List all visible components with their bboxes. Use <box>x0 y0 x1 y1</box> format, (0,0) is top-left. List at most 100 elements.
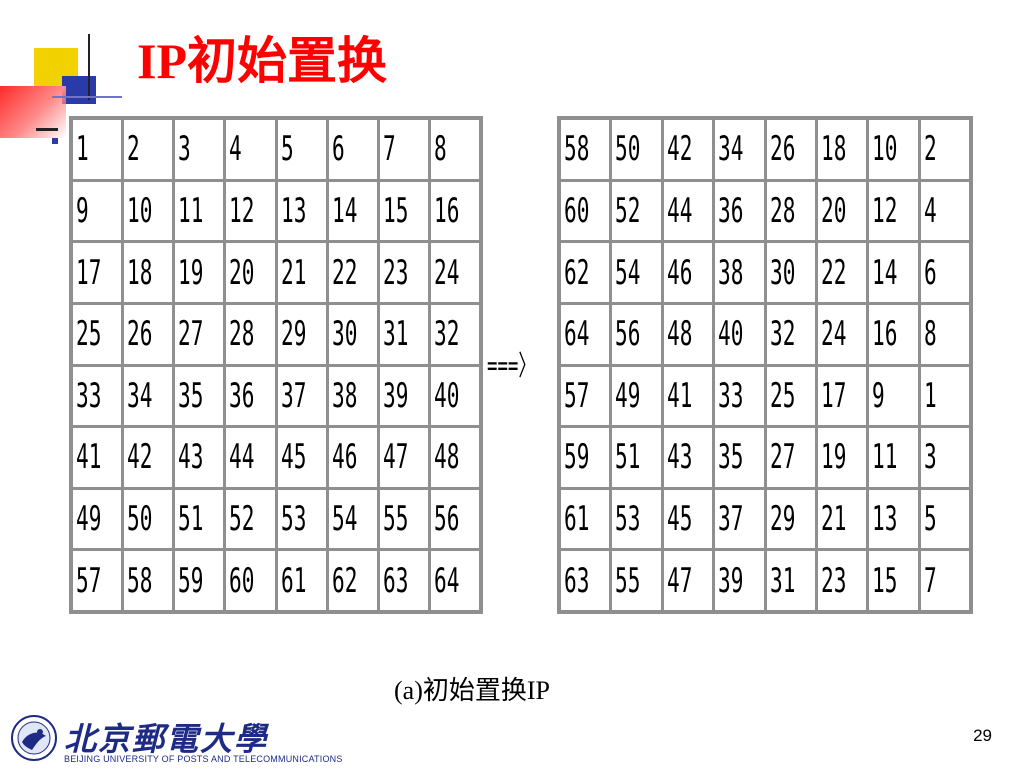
table-cell: 47 <box>379 428 428 487</box>
table-cell: 21 <box>277 243 326 302</box>
table-cell: 32 <box>430 304 479 364</box>
table-cell: 1 <box>920 366 969 426</box>
table-cell: 12 <box>226 181 275 241</box>
table-cell: 46 <box>328 428 377 487</box>
table-cell-value: 64 <box>564 314 590 355</box>
table-cell: 55 <box>612 551 661 610</box>
table-cell-value: 33 <box>718 375 744 416</box>
table-cell-value: 21 <box>820 499 847 540</box>
table-cell-value: 13 <box>872 499 898 540</box>
table-cell: 3 <box>175 120 224 179</box>
table-cell: 60 <box>226 551 275 610</box>
table-cell-value: 6 <box>331 129 345 170</box>
table-cell-value: 37 <box>718 499 744 540</box>
table-cell-value: 3 <box>178 129 191 170</box>
table-cell-value: 18 <box>127 252 153 293</box>
table-cell-value: 62 <box>564 252 590 293</box>
table-cell-value: 32 <box>769 314 795 355</box>
table-cell-value: 30 <box>769 252 795 293</box>
table-cell: 25 <box>766 366 815 426</box>
table-cell-value: 10 <box>872 129 898 170</box>
table-cell: 20 <box>817 181 867 241</box>
table-cell: 44 <box>663 181 713 241</box>
table-cell-value: 24 <box>433 252 460 293</box>
table-cell-value: 19 <box>820 437 847 478</box>
table-cell: 24 <box>430 243 479 302</box>
table-cell: 28 <box>226 304 275 364</box>
table-cell: 34 <box>715 120 764 179</box>
table-cell-value: 37 <box>280 375 306 416</box>
table-cell-value: 51 <box>615 437 641 478</box>
table-cell: 1 <box>73 120 122 179</box>
table-cell-value: 60 <box>564 190 590 231</box>
table-cell: 18 <box>124 243 173 302</box>
table-cell: 56 <box>430 489 479 549</box>
table-cell-value: 47 <box>666 560 693 601</box>
table-cell: 10 <box>124 181 173 241</box>
table-cell: 6 <box>328 120 377 179</box>
table-cell-value: 29 <box>280 314 306 355</box>
table-cell-value: 46 <box>331 437 358 478</box>
table-cell: 5 <box>920 489 969 549</box>
table-cell: 26 <box>766 120 815 179</box>
table-cell-value: 24 <box>820 314 847 355</box>
table-cell-value: 23 <box>382 252 409 293</box>
table-cell: 49 <box>73 489 122 549</box>
table-cell: 14 <box>869 243 918 302</box>
table-cell: 22 <box>817 243 867 302</box>
table-cell: 10 <box>869 120 918 179</box>
table-cell-value: 38 <box>718 252 744 293</box>
table-cell: 15 <box>379 181 428 241</box>
table-cell-value: 26 <box>127 314 153 355</box>
table-cell: 13 <box>277 181 326 241</box>
table-cell: 20 <box>226 243 275 302</box>
table-cell: 33 <box>715 366 764 426</box>
table-cell-value: 22 <box>331 252 358 293</box>
table-cell-value: 42 <box>666 129 693 170</box>
table-cell: 29 <box>766 489 815 549</box>
table-cell-value: 30 <box>331 314 358 355</box>
table-cell: 54 <box>612 243 661 302</box>
table-cell: 18 <box>817 120 867 179</box>
table-cell-value: 13 <box>280 190 306 231</box>
table-cell-value: 55 <box>615 560 641 601</box>
table-cell-value: 42 <box>127 437 153 478</box>
table-cell: 33 <box>73 366 122 426</box>
table-cell: 16 <box>869 304 918 364</box>
table-cell: 58 <box>561 120 610 179</box>
decorative-vertical-line <box>88 34 90 100</box>
table-cell-value: 59 <box>564 437 590 478</box>
table-cell: 21 <box>817 489 867 549</box>
table-cell-value: 17 <box>820 375 847 416</box>
decorative-horizontal-line <box>52 96 122 98</box>
table-cell-value: 62 <box>331 560 358 601</box>
table-cell-value: 56 <box>433 499 460 540</box>
table-cell: 36 <box>226 366 275 426</box>
table-cell-value: 53 <box>615 499 641 540</box>
table-cell: 58 <box>124 551 173 610</box>
table-cell: 59 <box>175 551 224 610</box>
table-cell: 40 <box>715 304 764 364</box>
table-cell-value: 31 <box>382 314 409 355</box>
table-cell: 17 <box>817 366 867 426</box>
table-cell: 11 <box>175 181 224 241</box>
table-cell: 64 <box>561 304 610 364</box>
table-cell-value: 7 <box>382 129 396 170</box>
table-cell-value: 57 <box>564 375 590 416</box>
table-cell: 63 <box>561 551 610 610</box>
table-cell-value: 56 <box>615 314 641 355</box>
table-cell: 48 <box>663 304 713 364</box>
table-cell: 45 <box>663 489 713 549</box>
transform-arrow: ===〉 <box>487 344 566 384</box>
table-cell: 61 <box>561 489 610 549</box>
table-cell-value: 8 <box>923 314 937 355</box>
table-cell: 4 <box>226 120 275 179</box>
table-cell: 28 <box>766 181 815 241</box>
table-cell: 42 <box>124 428 173 487</box>
table-cell-value: 8 <box>433 129 447 170</box>
table-cell-value: 53 <box>280 499 306 540</box>
table-cell-value: 52 <box>615 190 641 231</box>
table-cell-value: 40 <box>718 314 744 355</box>
university-logo: 北京郵電大學 BEIJING UNIVERSITY OF POSTS AND T… <box>4 708 342 768</box>
table-cell: 37 <box>715 489 764 549</box>
